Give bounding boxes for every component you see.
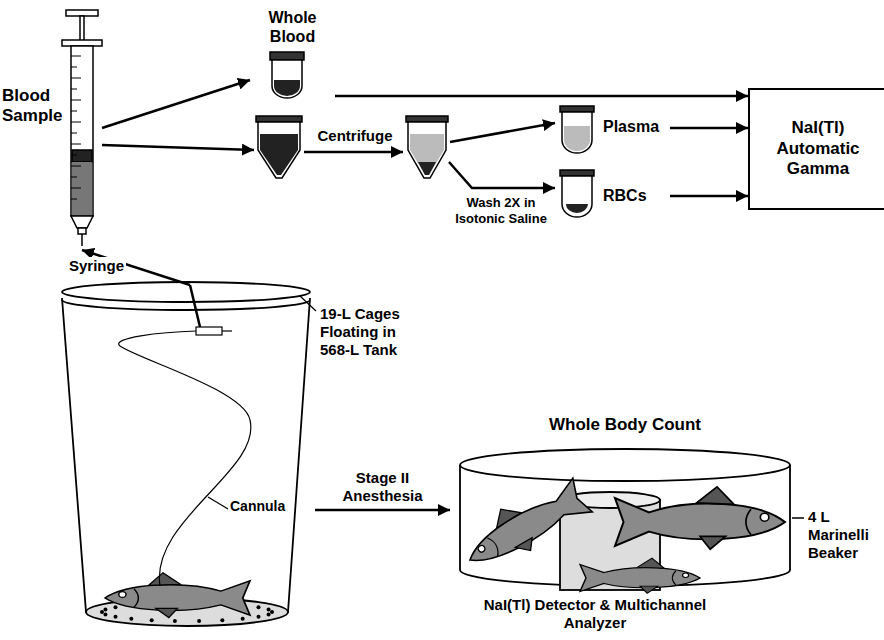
gamma-counter-box: NaI(Tl) Automatic Gamma	[748, 88, 884, 210]
process-arrow	[102, 123, 555, 188]
syringe	[62, 10, 102, 246]
centrifuge-tube	[256, 116, 302, 178]
edge-label: Syringe	[67, 257, 126, 275]
rbc-tube	[560, 170, 594, 217]
marinelli-beaker	[456, 449, 804, 593]
whole-body-count: Whole Body Count	[450, 415, 800, 600]
connector-arrow	[670, 195, 748, 198]
part-label: 4 L Marinelli Beaker	[808, 508, 882, 562]
whole-blood-tube: Whole Blood	[250, 8, 335, 102]
node-text: 19-L Cages Floating in 568-L Tank	[320, 305, 420, 359]
plasma-tube	[560, 106, 594, 153]
connector-arrow	[670, 127, 748, 130]
node-text: Plasma	[603, 117, 669, 136]
connector-arrow	[315, 509, 450, 512]
part-label: NaI(Tl) Detector & Multichannel Analyzer	[470, 596, 720, 632]
node-text: Whole Body Count	[450, 415, 800, 435]
rbc-tube: RBCs	[555, 168, 670, 224]
connector-arrow	[102, 80, 250, 128]
edge-label: Stage II Anesthesia	[333, 469, 432, 505]
whole-blood-tube	[270, 52, 304, 98]
node-text: NaI(Tl) Automatic Gamma	[750, 118, 884, 179]
spun-tube	[406, 116, 448, 178]
node-text: Whole Blood	[250, 8, 335, 46]
step-label: Wash 2X in Isotonic Saline	[446, 195, 556, 226]
step-label: Centrifuge	[305, 127, 405, 145]
connector-arrow	[335, 95, 748, 98]
blood-sample-syringe: Blood Sample	[0, 8, 102, 250]
cage	[62, 282, 316, 626]
part-label: Cannula	[230, 498, 300, 515]
cage: 19-L Cages Floating in 568-L Tank	[60, 285, 315, 635]
plasma-tube: Plasma	[555, 105, 670, 157]
node-text: Blood Sample	[2, 86, 68, 127]
node-text: RBCs	[603, 186, 669, 205]
